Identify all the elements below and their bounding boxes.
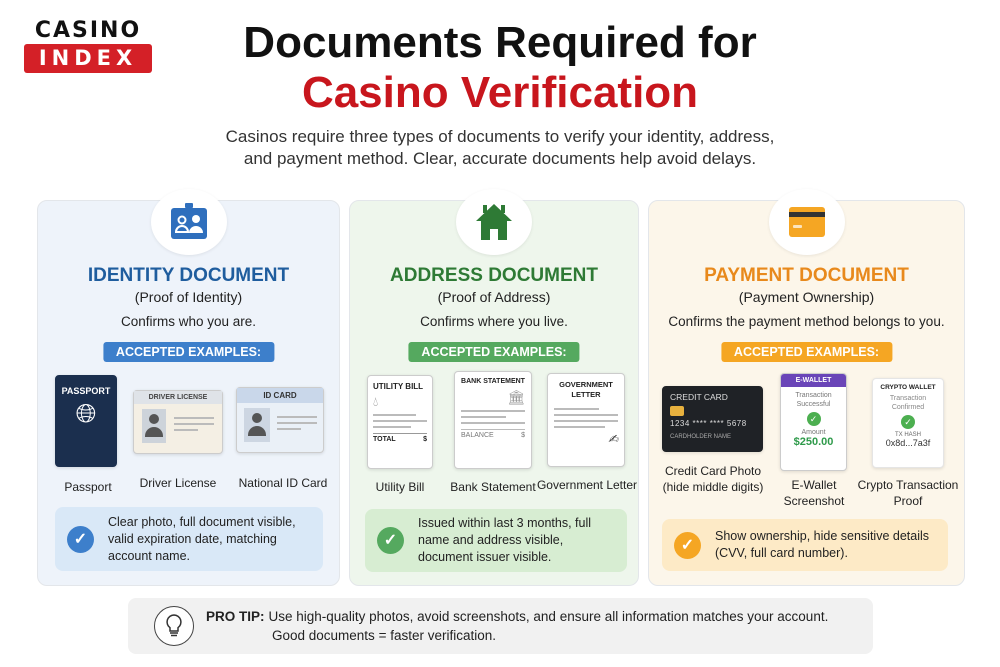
note-text: Show ownership, hide sensitive details (… [715,529,930,560]
government-letter-label: GOVERNMENT LETTER [559,380,613,399]
example-utility-bill: Utility Bill [375,480,425,494]
example-government-letter: Government Letter [536,478,638,492]
total-value: $ [423,436,427,443]
tx-hash-label: TX HASH [894,432,921,438]
example-crypto-proof: Crypto Transaction Proof [857,478,959,508]
check-icon: ✓ [901,415,915,429]
payment-card: PAYMENT DOCUMENT (Payment Ownership) Con… [648,189,965,586]
example-bank-statement: Bank Statement [450,480,536,494]
example-national-id: National ID Card [238,476,328,490]
card-title: ADDRESS DOCUMENT [390,265,598,286]
logo-top: CASINO [34,18,142,43]
tip-line1: Use high-quality photos, avoid screensho… [268,609,829,624]
crypto-wallet-label: CRYPTO WALLET [880,384,936,391]
balance-value: $ [521,432,525,439]
utility-bill-label: UTILITY BILL [373,382,424,391]
transaction-status: Transaction Confirmed [889,395,927,411]
amount-label: Amount [801,429,826,436]
requirements-note: ✓ Issued within last 3 months, full name… [365,509,627,572]
page-title-line1: Documents Required for [243,18,757,67]
passport-image: PASSPORT 🌐︎ [55,375,117,467]
lightbulb-icon [154,606,194,646]
card-subtitle: (Payment Ownership) [738,289,875,305]
credit-card-icon [768,189,845,255]
page-subtitle: Casinos require three types of documents… [0,126,1000,170]
house-icon [456,189,532,255]
identity-card: IDENTITY DOCUMENT (Proof of Identity) Co… [37,189,340,586]
subtitle-line2: and payment method. Clear, accurate docu… [243,149,757,168]
credit-card-label: CREDIT CARD [670,392,728,402]
example-e-wallet: E-Wallet Screenshot [783,478,845,508]
government-letter-image: GOVERNMENT LETTER ✍︎ [547,373,625,467]
pro-tip-banner: PRO TIP:Use high-quality photos, avoid s… [128,598,873,654]
check-icon: ✓ [377,527,404,554]
e-wallet-label: E-WALLET [781,374,846,387]
credit-card-image: CREDIT CARD 1234 **** **** 5678 CARDHOLD… [662,386,763,452]
e-wallet-image: E-WALLET Transaction Successful ✓ Amount… [780,373,847,471]
card-number: 1234 **** **** 5678 [670,419,747,428]
requirements-note: ✓ Clear photo, full document visible, va… [55,507,323,571]
tip-text: PRO TIP:Use high-quality photos, avoid s… [206,607,828,645]
example-passport: Passport [64,480,112,494]
check-icon: ✓ [67,525,94,553]
check-icon: ✓ [806,412,821,426]
passport-label: PASSPORT [61,386,111,396]
example-credit-card: Credit Card Photo (hide middle digits) [662,464,764,494]
logo-bottom: INDEX [24,44,152,73]
utility-bill-image: UTILITY BILL 💧︎ TOTAL $ [367,375,433,469]
water-drop-icon: 💧︎ [373,394,379,409]
requirements-note: ✓ Show ownership, hide sensitive details… [662,519,948,571]
card-title: PAYMENT DOCUMENT [704,265,909,286]
address-card: ADDRESS DOCUMENT (Proof of Address) Conf… [349,189,639,586]
bank-statement-label: BANK STATEMENT [461,378,525,385]
check-icon: ✓ [674,531,701,559]
accepted-examples-badge: ACCEPTED EXAMPLES: [720,342,893,362]
card-description: Confirms the payment method belongs to y… [668,314,945,329]
driver-license-label: DRIVER LICENSE [134,391,222,404]
crypto-proof-image: CRYPTO WALLET Transaction Confirmed ✓ TX… [872,378,944,468]
page-title-line2: Casino Verification [301,68,699,117]
card-title: IDENTITY DOCUMENT [87,265,290,286]
note-text: Clear photo, full document visible, vali… [108,514,296,563]
national-id-image: ID CARD [236,387,324,453]
tip-line2: Good documents = faster verification. [272,628,496,643]
driver-license-image: DRIVER LICENSE [133,390,223,454]
tx-hash-value: 0x8d...7a3f [885,438,931,448]
note-text: Issued within last 3 months, full name a… [418,516,591,564]
card-description: Confirms where you live. [420,314,568,329]
globe-icon: 🌐︎ [75,398,97,428]
bank-icon: 🏛︎ [507,389,525,405]
cardholder-name: CARDHOLDER NAME [670,434,732,440]
transaction-status: Transaction Successful [795,392,832,408]
tip-label: PRO TIP: [206,609,265,624]
id-badge-icon [150,189,227,255]
person-silhouette-icon [244,408,270,442]
id-card-label: ID CARD [237,388,323,403]
balance-label: BALANCE [461,432,494,439]
example-driver-license: Driver License [139,476,217,490]
card-description: Confirms who you are. [120,314,257,329]
amount-value: $250.00 [793,436,834,448]
chip-icon [670,406,684,416]
casino-index-logo: CASINO INDEX [24,18,152,73]
subtitle-line1: Casinos require three types of documents… [225,127,775,146]
card-subtitle: (Proof of Address) [437,289,551,305]
accepted-examples-badge: ACCEPTED EXAMPLES: [408,342,580,362]
person-silhouette-icon [142,409,166,443]
bank-statement-image: BANK STATEMENT 🏛︎ BALANCE $ [454,371,532,469]
card-subtitle: (Proof of Identity) [134,289,243,305]
signature-icon: ✍︎ [607,432,618,446]
accepted-examples-badge: ACCEPTED EXAMPLES: [102,342,275,362]
total-label: TOTAL [373,436,396,443]
